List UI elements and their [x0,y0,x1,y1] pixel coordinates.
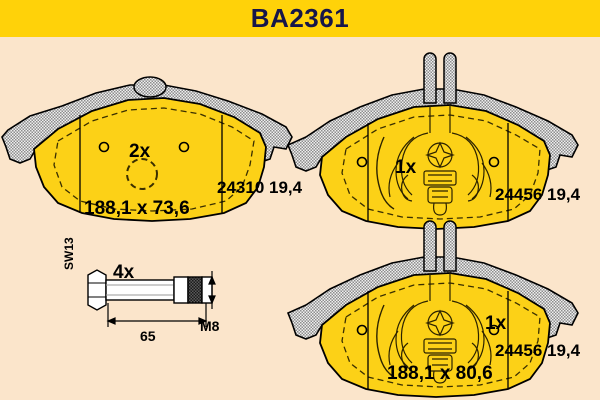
pad-rb-hole-right [488,324,500,336]
part-number-right-top-pad: 24456 19,4 [495,185,581,204]
pad-left-friction-body [33,97,267,222]
brake-pad-right-bottom [286,220,579,398]
bolt-thread-label: M8 [200,318,220,334]
pad-rt-sensor-prongs [423,52,457,104]
bolt-thread-dimension [208,271,216,309]
quantity-right-top-pad: 1x [395,157,417,178]
pad-rt-hole-right [488,156,500,168]
pad-left-center-bore [126,158,158,190]
pad-rb-inner-outline [341,282,541,388]
pad-left-hole-left [98,141,110,153]
diagram-canvas [0,37,600,400]
pad-left-hole-right [178,141,190,153]
bolt-assembly [87,269,216,327]
pad-rb-sensor-prongs [423,220,457,272]
bolt-hex-head [87,269,107,311]
quantity-right-bottom-pad: 1x [485,313,507,334]
page-title: BA2361 [250,3,350,33]
pad-rb-wear-sensor [388,273,492,384]
pad-rt-friction-body [319,104,551,230]
pad-left-inner-outline [53,107,255,212]
quantity-left-pad: 2x [129,141,151,162]
bolt-length-dimension [106,303,208,327]
pad-rb-hole-left [356,324,368,336]
part-number-right-bottom-pad: 24456 19,4 [495,341,581,360]
part-number-left-pad: 24310 19,4 [217,178,303,197]
brake-pad-left [1,76,293,222]
bolt-collar [173,276,189,304]
pad-rb-slot [376,304,395,378]
dimensions-right-bottom-pad: 188,1 x 80,6 [387,363,493,384]
pad-left-top-tab [133,76,167,98]
brake-pad-right-top [286,52,579,230]
pad-rb-friction-body [319,272,551,398]
pad-rt-inner-outline [341,114,541,220]
bolt-length-label: 65 [140,328,156,344]
pad-rt-slot [376,136,395,210]
dimensions-left-pad: 188,1 x 73,6 [84,198,190,219]
pad-rt-hole-left [356,156,368,168]
pad-rt-wear-sensor [388,105,492,216]
bolt-thread-section [187,276,203,304]
bolt-wrench-size-label: SW13 [62,237,76,270]
header-bar: BA2361 [0,0,600,37]
quantity-bolt: 4x [113,262,135,283]
